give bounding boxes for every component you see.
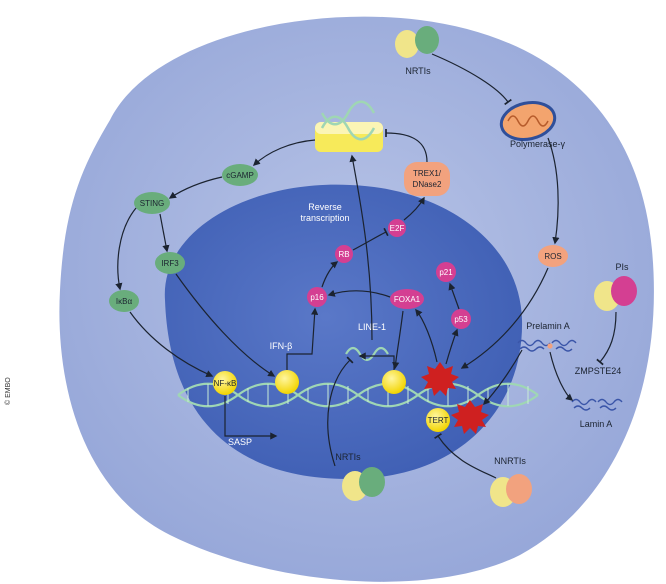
cytosolic-dna-icon bbox=[315, 100, 383, 152]
mitochondrion-icon bbox=[499, 101, 557, 141]
trex1-label-line2: DNase2 bbox=[413, 180, 442, 189]
trex1-dnase2-protein: TREX1/ DNase2 bbox=[404, 162, 450, 196]
nucleus bbox=[164, 184, 523, 479]
nrtis-bottom-drug-icon bbox=[342, 467, 385, 501]
polymerase-label: Polymerase-γ bbox=[510, 139, 566, 149]
line1-promoter-factor bbox=[382, 370, 406, 394]
p16-label: p16 bbox=[310, 293, 324, 302]
nnrtis-drug-icon bbox=[490, 474, 532, 507]
lamin-a-label: Lamin A bbox=[580, 419, 613, 429]
nrtis-bottom-label: NRTIs bbox=[335, 452, 361, 462]
p53-protein: p53 bbox=[451, 309, 471, 329]
trex1-label-line1: TREX1/ bbox=[413, 169, 442, 178]
ifnb-label: IFN-β bbox=[270, 341, 293, 351]
nfkb-factor: NF-κB bbox=[213, 371, 237, 395]
tert-label: TERT bbox=[428, 416, 449, 425]
reverse-transcription-label-line2: transcription bbox=[300, 213, 349, 223]
irf3-label: IRF3 bbox=[161, 259, 179, 268]
sasp-label: SASP bbox=[228, 437, 252, 447]
nrtis-top-label: NRTIs bbox=[405, 66, 431, 76]
ros-protein: ROS bbox=[538, 245, 568, 267]
cgamp-label: cGAMP bbox=[226, 171, 254, 180]
nnrtis-label: NNRTIs bbox=[494, 456, 526, 466]
dna-helix bbox=[177, 382, 539, 408]
p21-protein: p21 bbox=[436, 262, 456, 282]
pis-drug-icon bbox=[594, 276, 637, 311]
ikba-protein: IκBα bbox=[109, 290, 139, 312]
tert-factor: TERT bbox=[426, 408, 450, 432]
e2f-protein: E2F bbox=[388, 219, 406, 237]
dna-damage-star-icon bbox=[451, 400, 489, 434]
dna-damage-star-icon bbox=[421, 362, 459, 396]
ikba-label: IκBα bbox=[116, 297, 133, 306]
foxa1-protein: FOXA1 bbox=[390, 289, 424, 309]
nfkb-label: NF-κB bbox=[214, 379, 237, 388]
rb-label: RB bbox=[338, 250, 349, 259]
foxa1-label: FOXA1 bbox=[394, 295, 421, 304]
prelamin-cleavage-site bbox=[547, 343, 553, 349]
e2f-label: E2F bbox=[390, 224, 405, 233]
ros-label: ROS bbox=[544, 252, 561, 261]
sting-protein: STING bbox=[134, 192, 170, 214]
p16-protein: p16 bbox=[307, 287, 327, 307]
cgamp-protein: cGAMP bbox=[222, 164, 258, 186]
nrtis-top-drug-icon bbox=[395, 26, 439, 58]
copyright-credit: © EMBO bbox=[4, 377, 12, 405]
reverse-transcription-label-line1: Reverse bbox=[308, 202, 342, 212]
p21-label: p21 bbox=[439, 268, 453, 277]
sting-label: STING bbox=[140, 199, 164, 208]
line1-rna-icon bbox=[345, 346, 389, 362]
irf3-protein: IRF3 bbox=[155, 252, 185, 274]
prelamin-a-label: Prelamin A bbox=[526, 321, 570, 331]
ifnb-promoter-factor bbox=[275, 370, 299, 394]
pis-label: PIs bbox=[615, 262, 629, 272]
pathway-arrows bbox=[115, 53, 617, 479]
p53-label: p53 bbox=[454, 315, 468, 324]
rb-protein: RB bbox=[335, 245, 353, 263]
zmpste24-label: ZMPSTE24 bbox=[575, 366, 622, 376]
prelamin-a-icon bbox=[517, 339, 577, 352]
lamin-a-icon bbox=[571, 398, 623, 411]
